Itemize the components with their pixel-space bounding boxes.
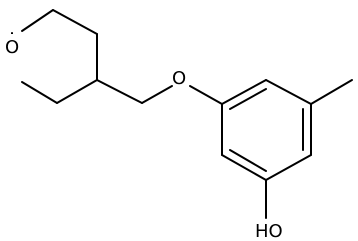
double-bond	[229, 88, 267, 110]
bond	[56, 79, 98, 104]
double-bond	[229, 149, 267, 172]
methyl-bond	[310, 79, 353, 105]
label-mask	[2, 34, 24, 60]
bond	[52, 9, 98, 35]
bond	[21, 81, 58, 104]
oxane-ring	[11, 9, 98, 104]
ether-oxygen-label: O	[172, 68, 186, 89]
bond	[21, 9, 54, 32]
substituents	[265, 79, 353, 219]
hydroxyl-label: HO	[255, 221, 283, 241]
bond	[221, 79, 267, 105]
bond	[189, 85, 223, 105]
bond	[96, 79, 143, 104]
bond	[221, 154, 267, 181]
linker	[96, 79, 223, 105]
ring-oxygen-label: O	[5, 37, 19, 58]
phenol-ring	[221, 79, 312, 181]
bond	[265, 154, 312, 181]
bond	[265, 79, 312, 105]
bond	[141, 85, 173, 104]
